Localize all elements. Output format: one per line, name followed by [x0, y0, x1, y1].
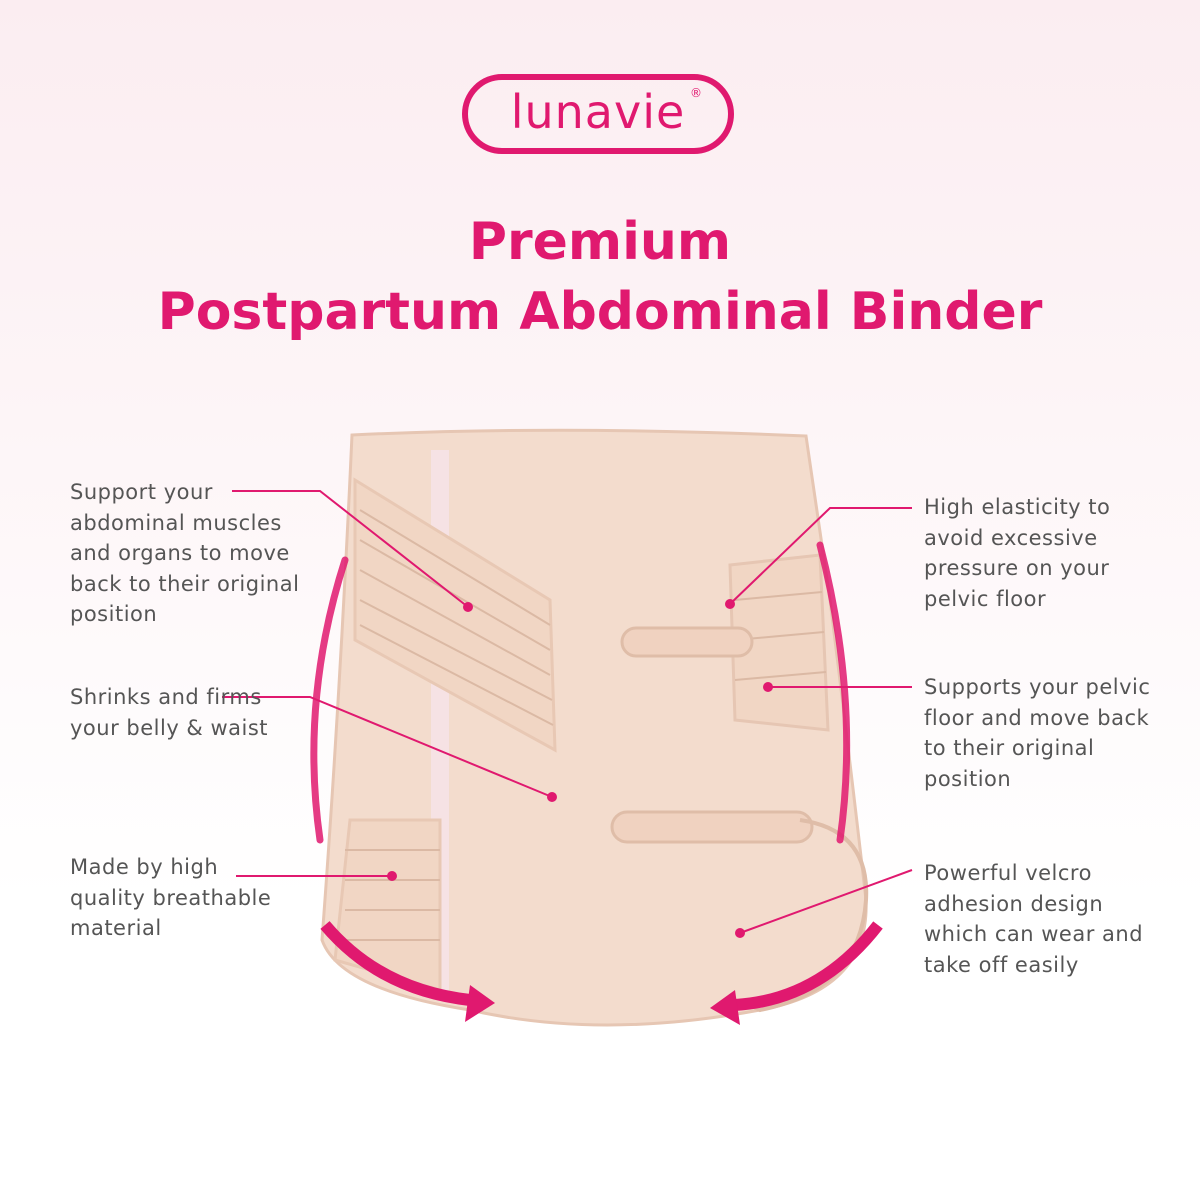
brand-name: Lunavie — [510, 85, 686, 139]
feature-high-elasticity: High elasticity to avoid excessive press… — [924, 495, 1111, 611]
feature-muscle-support: Support your abdominal muscles and organ… — [70, 480, 300, 626]
feature-pelvic-support: Supports your pelvic floor and move back… — [924, 675, 1151, 791]
registered-mark: ® — [690, 86, 702, 100]
brand-logo: Lunavie ® — [462, 74, 734, 154]
feature-breathable-material: Made by high quality breathable material — [70, 855, 272, 940]
feature-belly-firming: Shrinks and firms your belly & waist — [70, 685, 269, 740]
title-line-2: Postpartum Abdominal Binder — [157, 282, 1043, 342]
feature-velcro: Powerful velcro adhesion design which ca… — [924, 861, 1144, 977]
title-line-1: Premium — [468, 212, 732, 272]
